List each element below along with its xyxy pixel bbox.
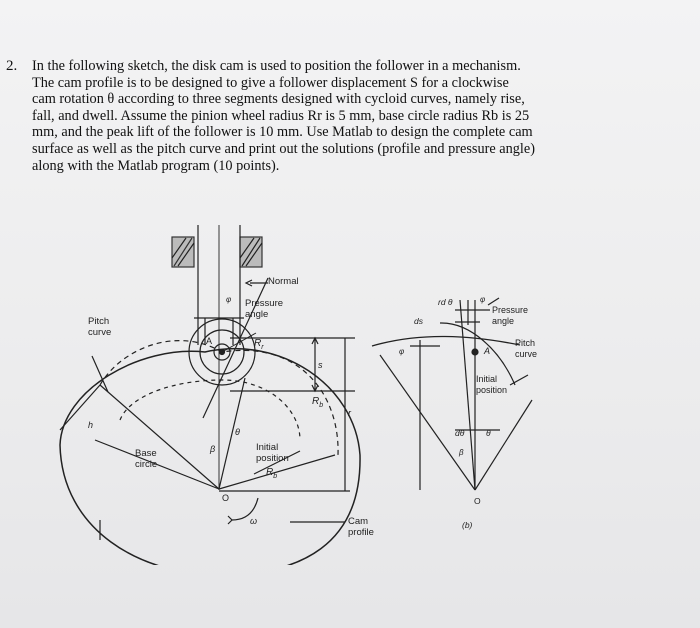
question-line: fall, and dwell. Assume the pinion wheel… — [32, 107, 530, 124]
rb-upper-label: Rb — [312, 396, 323, 409]
question-line: surface as well as the pitch curve and p… — [32, 140, 536, 157]
question-line: In the following sketch, the disk cam is… — [32, 58, 521, 74]
r-label: r — [348, 408, 352, 418]
cam-profile-1: Cam — [348, 516, 368, 527]
phi-right-label: φ — [480, 295, 485, 304]
base-circle-1: Base — [135, 448, 157, 459]
pitch-curve-right-1: Pitch — [515, 338, 535, 348]
follower — [194, 225, 244, 490]
dtheta-label: dθ — [455, 428, 465, 438]
theta-left-label: θ — [235, 427, 240, 437]
s-label: s — [318, 360, 323, 370]
ground-right — [239, 236, 263, 268]
rr-label: Rr — [254, 338, 264, 351]
normal-label: Normal — [268, 276, 299, 287]
pitch-curve-left-2: curve — [88, 327, 111, 338]
question-line: mm, and the peak lift of the follower is… — [32, 124, 533, 141]
pitch-curve-right-2: curve — [515, 349, 537, 359]
base-circle — [119, 379, 301, 441]
a-left-label: A — [206, 336, 212, 346]
initial-position-right-1: Initial — [476, 374, 497, 384]
ground-left — [171, 236, 195, 268]
h-label: h — [88, 420, 93, 430]
o-left-label: O — [222, 493, 229, 503]
cam-profile-2: profile — [348, 527, 374, 538]
phi-left-label: φ — [226, 295, 231, 304]
dimension-lines — [219, 336, 355, 492]
question-line: cam rotation θ according to three segmen… — [32, 91, 525, 108]
question-line: The cam profile is to be designed to giv… — [32, 74, 509, 91]
rdtheta-label: rd θ — [438, 297, 453, 307]
ds-label: ds — [414, 316, 424, 326]
pressure-angle-right-2: angle — [492, 316, 514, 326]
rotation-arrowhead — [227, 515, 233, 525]
b-label: (b) — [462, 520, 473, 530]
cam-radii — [59, 377, 336, 540]
pitch-curve-leader — [91, 355, 109, 393]
rotation-arrow — [231, 497, 259, 521]
pressure-angle-left-2: angle — [245, 309, 268, 320]
question-number: 2. — [6, 58, 18, 74]
initial-position-left-1: Initial — [256, 442, 278, 453]
question-line: along with the Matlab program (10 points… — [32, 157, 280, 174]
initial-position-right-2: position — [476, 385, 507, 395]
beta-left-label: β — [209, 444, 215, 454]
o-right-label: O — [474, 496, 481, 506]
base-circle-2: circle — [135, 459, 157, 470]
phi-small-label: φ — [399, 347, 404, 356]
question-text: In the following sketch, the disk cam is… — [32, 58, 577, 174]
cam-diagram: Normal Pressure angle Pitch curve Rr A R… — [59, 225, 537, 565]
omega-label: ω — [250, 516, 257, 526]
a-right-label: A — [483, 346, 490, 356]
leaders — [253, 450, 345, 523]
pressure-angle-right-1: Pressure — [492, 305, 528, 315]
initial-position-left-2: position — [256, 453, 289, 464]
pitch-curve-left-1: Pitch — [88, 316, 109, 327]
rb-lower-label: Rb — [266, 467, 277, 480]
detail-b — [371, 297, 533, 491]
cam-profile — [59, 347, 361, 565]
pressure-angle-left-1: Pressure — [245, 298, 283, 309]
pitch-curve — [99, 340, 339, 456]
beta-right-label: β — [458, 448, 464, 457]
theta-right-label: θ — [486, 428, 491, 438]
